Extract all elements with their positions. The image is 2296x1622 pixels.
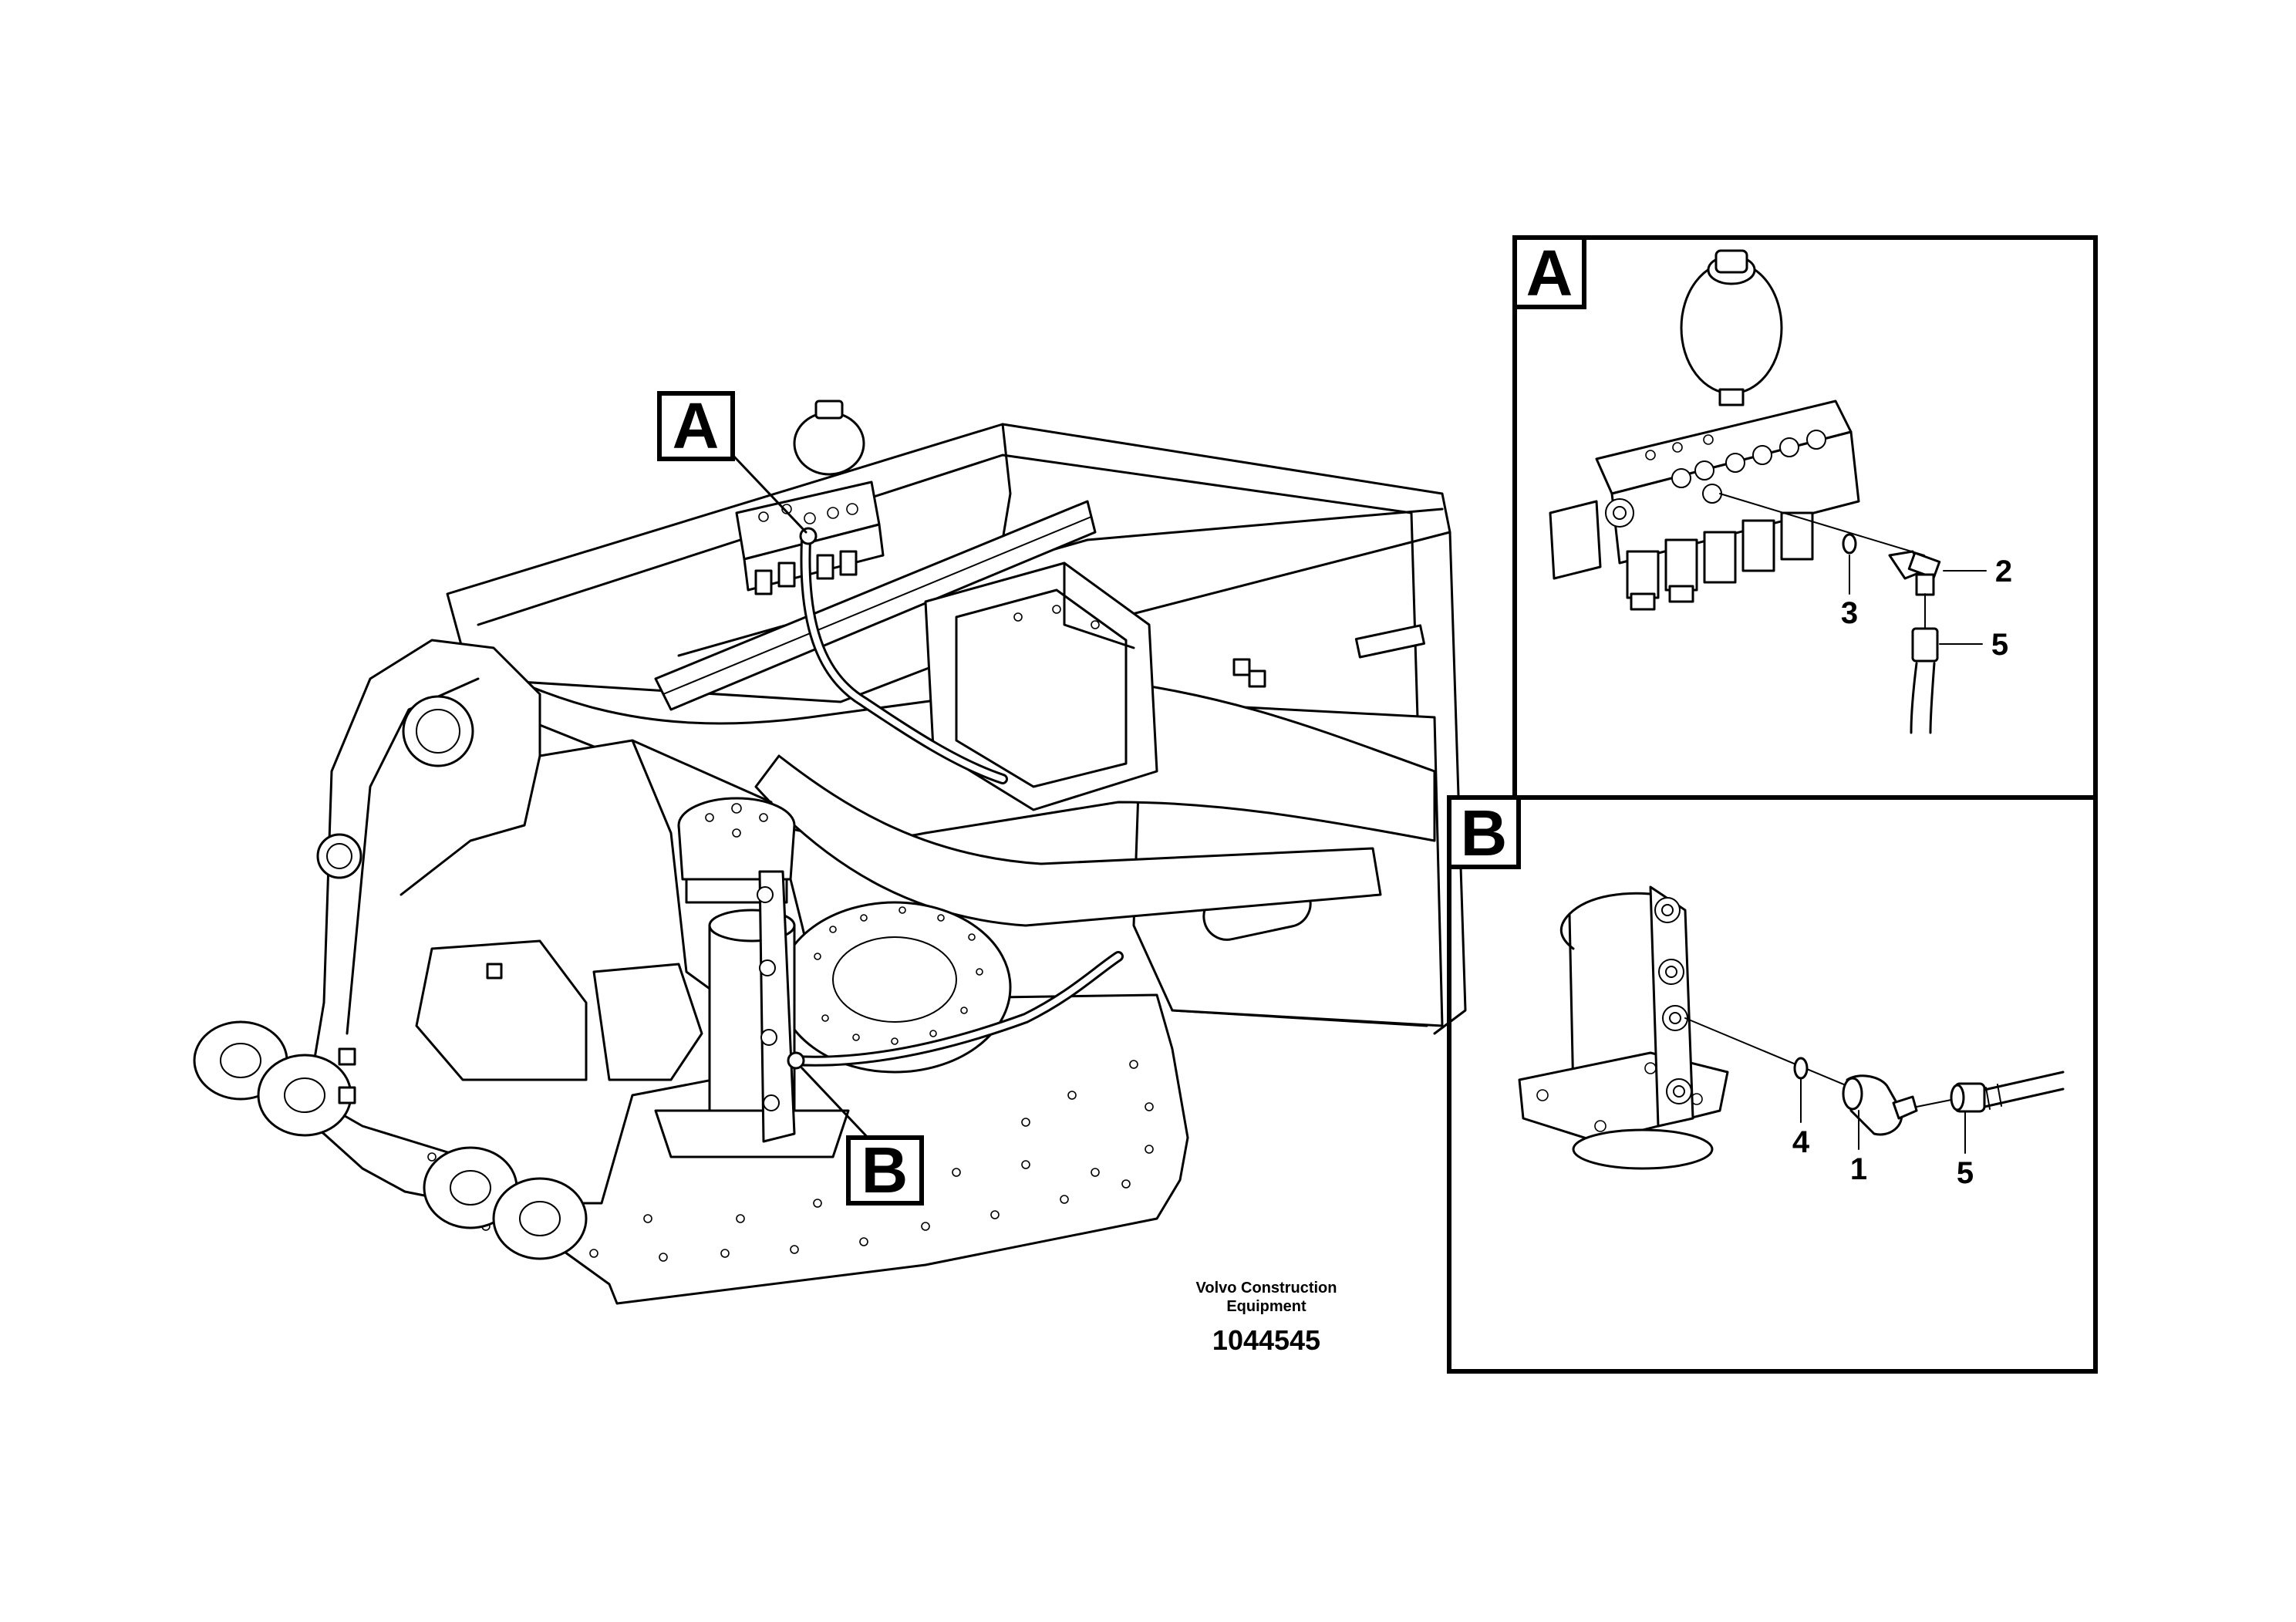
drawing-credit: Volvo Construction Equipment 1044545 [1196, 1280, 1337, 1356]
callout-a-2: 2 [1995, 555, 2012, 588]
detail-panel-a: A [1512, 235, 2098, 800]
svg-text:A: A [673, 389, 720, 462]
main-label-a: A [657, 389, 735, 462]
svg-text:B: B [861, 1134, 909, 1206]
excavator-frame-drawing [193, 400, 1467, 1305]
slew-ring [777, 901, 1012, 1074]
detail-panel-b: B 4 1 5 [1447, 795, 2098, 1374]
credit-line-2: Equipment [1226, 1298, 1306, 1315]
main-valve-block [735, 400, 885, 595]
callout-a-3: 3 [1841, 596, 1858, 630]
callout-a-5: 5 [1991, 628, 2008, 662]
callout-b-1: 1 [1850, 1152, 1867, 1186]
document-number: 1044545 [1212, 1324, 1320, 1356]
callout-b-5: 5 [1957, 1156, 1974, 1190]
main-label-b: B [846, 1134, 924, 1206]
svg-text:B: B [1461, 797, 1508, 869]
svg-text:A: A [1526, 237, 1573, 309]
swivel-joint [654, 797, 850, 1158]
plate-bolt-holes [427, 1060, 1154, 1262]
credit-line-1: Volvo Construction [1196, 1280, 1337, 1297]
boom-foot-lugs [193, 1020, 588, 1260]
callout-b-4: 4 [1792, 1125, 1810, 1159]
